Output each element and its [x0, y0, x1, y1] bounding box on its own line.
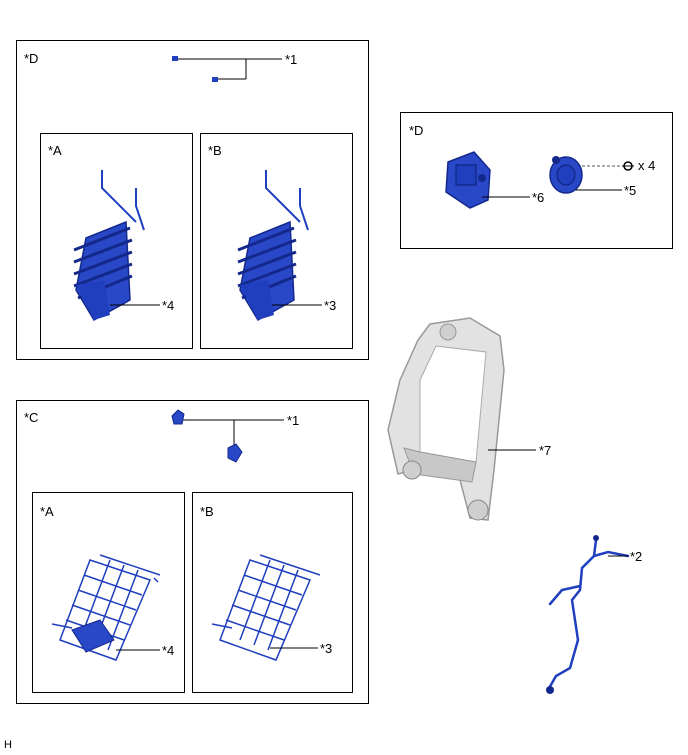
panel-d-right: [400, 112, 673, 249]
panel-d-top-b-label: *B: [208, 143, 222, 158]
callout-c-bottom-a-4: *4: [162, 643, 175, 658]
panel-d-top-label: *D: [24, 51, 39, 66]
connector-icon: [212, 77, 218, 82]
panel-c-bottom-b-label: *B: [200, 504, 214, 519]
callout-c-bottom-1: *1: [287, 413, 300, 428]
connector-icon: [171, 409, 185, 425]
callout-d-top-a-4: *4: [162, 298, 175, 313]
wire-mat-a-icon: [51, 554, 161, 661]
corner-mark: H: [4, 739, 12, 751]
wire-harness-icon: [546, 538, 630, 692]
callout-frame-7: *7: [539, 443, 552, 458]
callout-d-right-quantity: x 4: [638, 158, 656, 173]
lumbar-support-b-icon: [237, 170, 309, 322]
seatback-frame-icon: [387, 317, 505, 521]
callout-d-top-b-3: *3: [324, 298, 337, 313]
connector-icon: [172, 56, 178, 61]
panel-d-right-label: *D: [409, 123, 424, 138]
actuator-a-icon: [71, 619, 115, 653]
panel-d-top-a-label: *A: [48, 143, 62, 158]
actuator-5-icon: [549, 156, 583, 194]
callout-harness-2: *2: [630, 549, 643, 564]
connector-parts-d-top: [178, 58, 282, 80]
panel-c-bottom-b: [192, 492, 353, 693]
callout-d-right-6: *6: [532, 190, 545, 205]
callout-d-top-1: *1: [285, 52, 298, 67]
wire-mat-b-icon: [211, 554, 321, 661]
connector-icon: [227, 443, 243, 463]
panel-c-bottom-label: *C: [24, 410, 39, 425]
panel-c-bottom-a: [32, 492, 185, 693]
callout-d-right-5: *5: [624, 183, 637, 198]
screw-icon: [622, 161, 634, 171]
callout-c-bottom-b-3: *3: [320, 641, 333, 656]
panel-c-bottom-a-label: *A: [40, 504, 54, 519]
lumbar-support-a-icon: [73, 170, 145, 322]
actuator-6-icon: [445, 151, 491, 209]
